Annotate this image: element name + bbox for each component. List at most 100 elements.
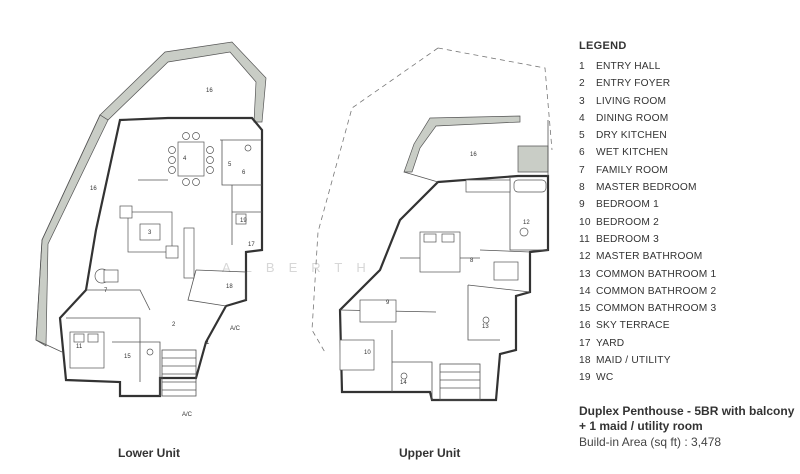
legend-title: LEGEND xyxy=(579,40,627,52)
legend-item-label: MASTER BEDROOM xyxy=(596,182,697,194)
legend-item-label: COMMON BATHROOM 1 xyxy=(596,268,717,280)
legend-item: 7 FAMILY ROOM xyxy=(579,162,794,179)
svg-text:8: 8 xyxy=(470,258,474,264)
svg-text:A/C: A/C xyxy=(182,412,193,418)
svg-text:4: 4 xyxy=(183,156,187,162)
caption-area: Build-in Area (sq ft) : 3,478 xyxy=(579,435,722,449)
lower-unit-label: Lower Unit xyxy=(118,446,180,460)
lower-terrace-planter xyxy=(99,41,267,123)
svg-text:10: 10 xyxy=(364,350,371,356)
legend-item: 14 COMMON BATHROOM 2 xyxy=(579,283,794,300)
legend-item-label: COMMON BATHROOM 3 xyxy=(596,303,717,315)
legend-item-number: 12 xyxy=(579,251,591,263)
legend-item-number: 15 xyxy=(579,303,591,315)
legend-item: 8 MASTER BEDROOM xyxy=(579,179,794,196)
caption-title: Duplex Penthouse - 5BR with balcony xyxy=(579,404,795,418)
legend-item-number: 10 xyxy=(579,216,591,228)
legend-item-number: 18 xyxy=(579,355,591,367)
legend-item-label: BEDROOM 1 xyxy=(596,199,659,211)
svg-text:16: 16 xyxy=(90,186,97,192)
legend-item-number: 19 xyxy=(579,372,591,384)
legend-item-label: WC xyxy=(596,372,614,384)
legend-item: 1 ENTRY HALL xyxy=(579,58,794,75)
svg-text:11: 11 xyxy=(76,344,83,350)
legend-item: 13 COMMON BATHROOM 1 xyxy=(579,266,794,283)
upper-outer-wall xyxy=(338,174,550,402)
legend-item-number: 2 xyxy=(579,78,585,90)
legend-item-label: DRY KITCHEN xyxy=(596,130,667,142)
legend-item-label: BEDROOM 2 xyxy=(596,216,659,228)
legend-item-label: MAID / UTILITY xyxy=(596,355,671,367)
svg-text:15: 15 xyxy=(124,354,131,360)
legend-item-number: 7 xyxy=(579,164,585,176)
svg-text:A/C: A/C xyxy=(230,326,241,332)
legend-item-number: 5 xyxy=(579,130,585,142)
legend-item: 4 DINING ROOM xyxy=(579,110,794,127)
legend-item-label: ENTRY FOYER xyxy=(596,78,671,90)
svg-text:17: 17 xyxy=(248,242,255,248)
legend-item: 17 YARD xyxy=(579,335,794,352)
legend-item: 15 COMMON BATHROOM 3 xyxy=(579,300,794,317)
legend-item-number: 16 xyxy=(579,320,591,332)
upper-unit-plan: 16 12 8 9 13 10 14 xyxy=(311,47,553,402)
svg-text:13: 13 xyxy=(482,324,489,330)
watermark: ALBERTH xyxy=(222,260,380,275)
legend-item: 12 MASTER BATHROOM xyxy=(579,248,794,265)
legend-item-label: ENTRY HALL xyxy=(596,61,661,72)
legend-item: 19 WC xyxy=(579,369,794,386)
legend-item-number: 14 xyxy=(579,285,591,297)
svg-text:12: 12 xyxy=(523,220,530,226)
legend-item-number: 3 xyxy=(579,95,585,107)
legend-item-label: BEDROOM 3 xyxy=(596,233,659,245)
legend-item: 5 DRY KITCHEN xyxy=(579,127,794,144)
legend-item-label: FAMILY ROOM xyxy=(596,164,669,176)
legend-item: 11 BEDROOM 3 xyxy=(579,231,794,248)
svg-text:18: 18 xyxy=(226,284,233,290)
upper-unit-label: Upper Unit xyxy=(399,446,461,460)
legend-item-label: COMMON BATHROOM 2 xyxy=(596,285,717,297)
bed-bedroom-2 xyxy=(339,339,375,371)
legend-item-number: 4 xyxy=(579,112,585,124)
legend-item-number: 11 xyxy=(579,233,590,245)
legend-item-number: 1 xyxy=(579,61,585,72)
svg-text:9: 9 xyxy=(386,300,390,306)
legend-item: 6 WET KITCHEN xyxy=(579,144,794,161)
svg-text:16: 16 xyxy=(470,152,477,158)
unit-caption: Duplex Penthouse - 5BR with balcony + 1 … xyxy=(579,404,799,450)
svg-text:19: 19 xyxy=(240,218,247,224)
legend-item-number: 9 xyxy=(579,199,585,211)
svg-text:6: 6 xyxy=(242,170,246,176)
legend-item-label: YARD xyxy=(596,337,625,349)
upper-terrace-planter xyxy=(403,115,521,173)
legend-item-label: DINING ROOM xyxy=(596,112,669,124)
legend-item: 16 SKY TERRACE xyxy=(579,317,794,334)
legend-item-number: 6 xyxy=(579,147,585,159)
caption-subtitle: + 1 maid / utility room xyxy=(579,419,703,433)
svg-text:5: 5 xyxy=(228,162,232,168)
legend-item-label: MASTER BATHROOM xyxy=(596,251,703,263)
floor-plan-drawing: ALBERTH xyxy=(35,41,553,418)
svg-text:7: 7 xyxy=(104,288,108,294)
legend-item: 9 BEDROOM 1 xyxy=(579,196,794,213)
bed-bedroom-1 xyxy=(359,299,397,323)
svg-text:2: 2 xyxy=(172,322,176,328)
legend-item: 10 BEDROOM 2 xyxy=(579,214,794,231)
legend-item: 3 LIVING ROOM xyxy=(579,93,794,110)
legend-item-label: SKY TERRACE xyxy=(596,320,670,332)
legend-item: 2 ENTRY FOYER xyxy=(579,75,794,92)
svg-text:3: 3 xyxy=(148,230,152,236)
legend-item-number: 8 xyxy=(579,182,585,194)
legend-item-label: LIVING ROOM xyxy=(596,95,667,107)
lower-unit-plan: 16 16 4 5 6 3 7 19 17 18 2 1 11 15 A/C A… xyxy=(35,41,267,418)
legend-item-number: 17 xyxy=(579,337,591,349)
upper-roof-outline xyxy=(311,47,553,355)
legend-item-label: WET KITCHEN xyxy=(596,147,669,159)
legend-item-number: 13 xyxy=(579,268,591,280)
legend-item: 18 MAID / UTILITY xyxy=(579,352,794,369)
svg-text:14: 14 xyxy=(400,380,407,386)
dining-table xyxy=(177,141,205,177)
legend: LEGEND 1 ENTRY HALL 2 ENTRY FOYER 3 LIVING RO… xyxy=(579,40,794,387)
svg-text:1: 1 xyxy=(206,340,210,346)
legend-list: 1 ENTRY HALL 2 ENTRY FOYER 3 LIVING ROOM 4 DINI… xyxy=(579,58,794,387)
svg-text:16: 16 xyxy=(206,88,213,94)
